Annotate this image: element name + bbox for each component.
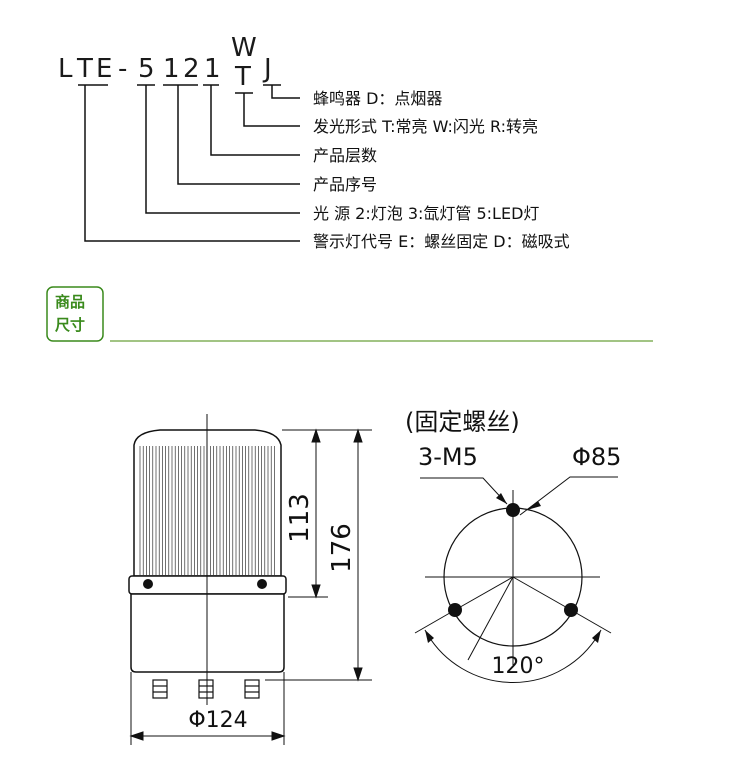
bolt-circle-leader	[519, 476, 618, 516]
bolt-circle-label: Φ85	[572, 443, 621, 471]
model-char-E: E	[96, 54, 112, 84]
dim-124	[129, 672, 286, 745]
model-char-J: J	[262, 54, 272, 84]
model-char-1b: 1	[204, 54, 221, 84]
legend-light-source: 光 源 2:灯泡 3:氙灯管 5:LED灯	[313, 204, 539, 223]
model-char-1: 1	[163, 54, 180, 84]
legend-buzzer: 蜂鸣器 D：点烟器	[313, 89, 442, 108]
base-screw-right	[257, 579, 267, 589]
dim-113	[282, 428, 328, 599]
model-char-T: T	[76, 54, 93, 84]
dim-176-label: 176	[327, 523, 357, 573]
section-badge: 商品 尺寸	[46, 286, 104, 342]
badge-line1: 商品	[55, 293, 85, 311]
screw-leader	[420, 477, 508, 505]
legend-light-mode: 发光形式 T:常亮 W:闪光 R:转亮	[313, 117, 538, 136]
dim-124-label: Φ124	[188, 708, 247, 733]
model-char-2: 2	[183, 54, 200, 84]
model-code: L T E - 5 1 2 1 W T J	[58, 33, 272, 92]
model-char-W: W	[231, 33, 257, 63]
front-view: 113 176 Φ124	[128, 414, 372, 745]
top-view: (固定螺丝) 3-M5 Φ85 120°	[405, 408, 621, 684]
model-char-5: 5	[138, 54, 155, 84]
dim-176	[265, 428, 372, 682]
badge-line2: 尺寸	[55, 316, 85, 334]
legend-leaders	[84, 85, 300, 242]
base-screw-left	[143, 579, 153, 589]
terminals	[152, 679, 260, 699]
screw-spec-label: 3-M5	[418, 443, 478, 471]
angle-label: 120°	[492, 654, 545, 679]
mounting-note: (固定螺丝)	[405, 408, 520, 436]
legend-layers: 产品层数	[313, 146, 377, 165]
model-char-L: L	[58, 54, 73, 84]
lens-ribs	[139, 446, 275, 575]
dim-113-label: 113	[285, 493, 315, 543]
legend-code: 警示灯代号 E：螺丝固定 D：磁吸式	[313, 232, 570, 251]
screw-left	[448, 603, 462, 617]
model-char-T2: T	[234, 62, 251, 92]
screw-right	[564, 603, 578, 617]
legend-serial: 产品序号	[313, 175, 377, 194]
angle-arc	[424, 629, 602, 684]
legend: 蜂鸣器 D：点烟器 发光形式 T:常亮 W:闪光 R:转亮 产品层数 产品序号 …	[313, 89, 570, 251]
screw-top	[506, 503, 520, 517]
model-char-dash: -	[118, 54, 127, 84]
